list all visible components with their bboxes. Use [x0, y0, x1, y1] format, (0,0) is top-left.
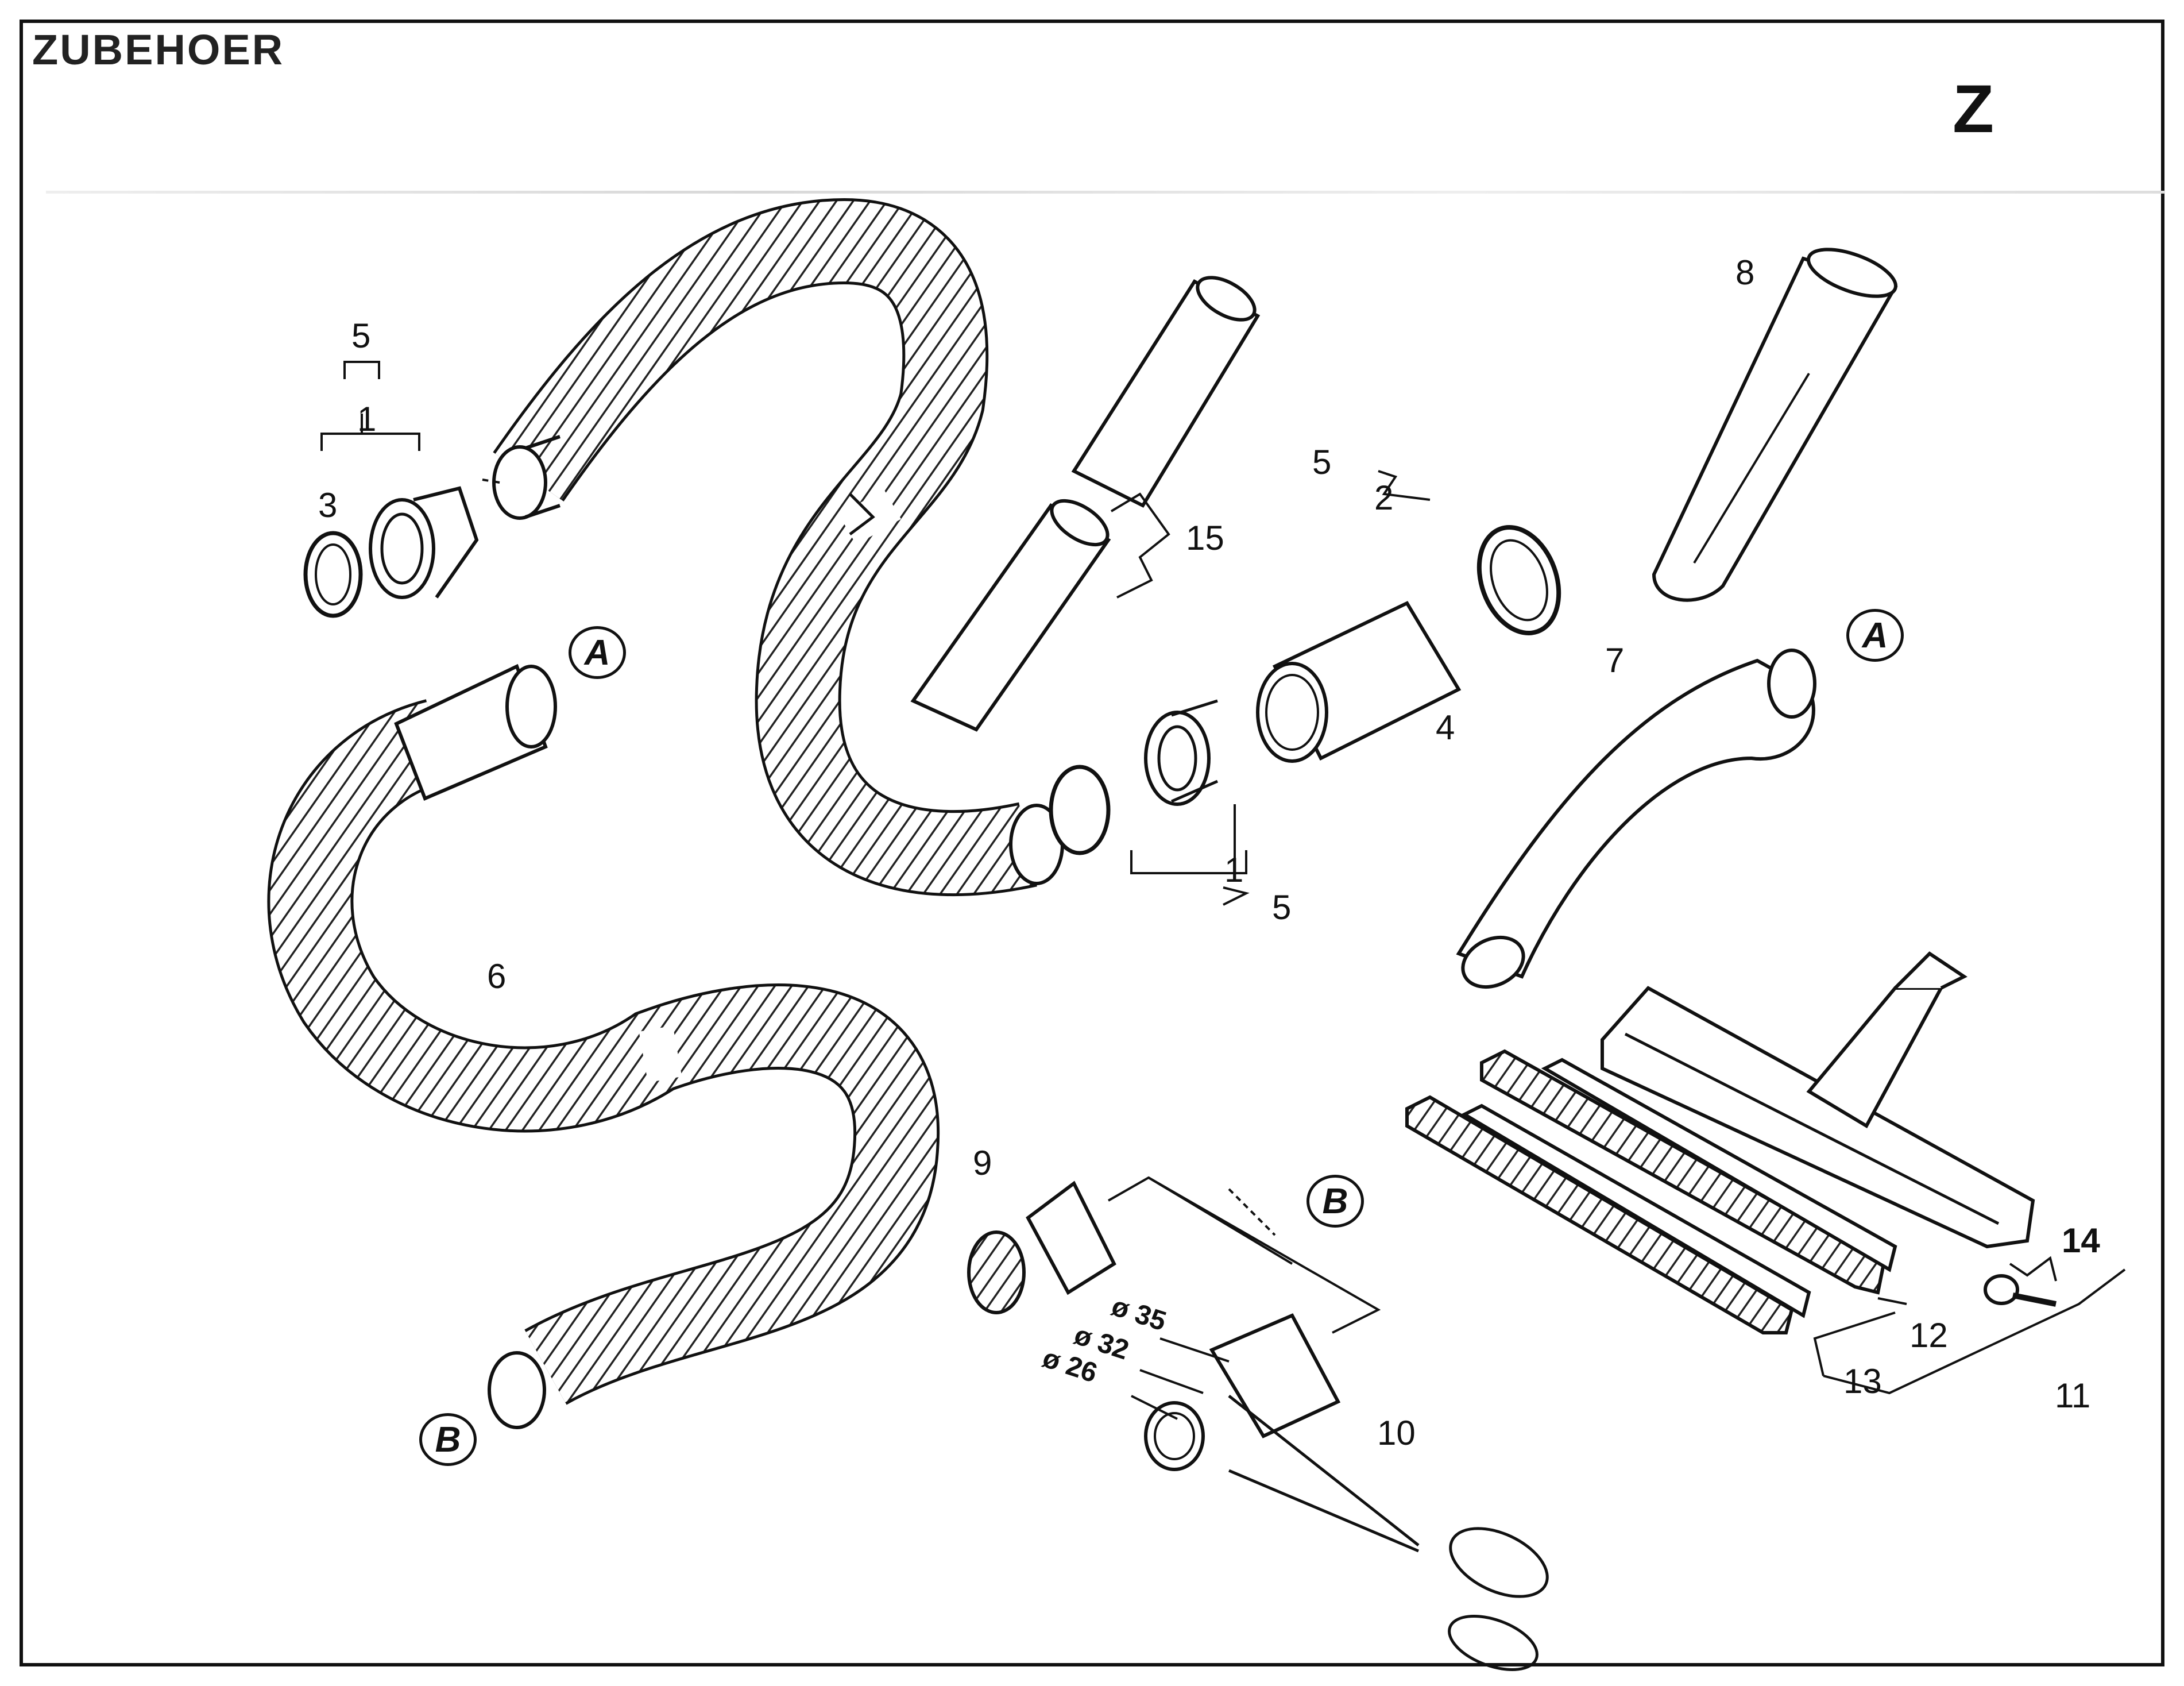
- marker-b: B: [419, 1413, 477, 1466]
- drawing-frame: [20, 20, 2164, 1666]
- bracket-lines-top-left: [320, 361, 500, 484]
- clamp-ring-left: [303, 531, 363, 618]
- label-part-9: 9: [973, 1144, 992, 1182]
- brush-strip-13: [1405, 1095, 1811, 1334]
- label-part-1: 1: [357, 400, 377, 438]
- label-part-4: 4: [1436, 708, 1455, 747]
- floor-nozzle-11: [1601, 951, 2035, 1249]
- label-part-10: 10: [1377, 1414, 1416, 1452]
- curved-handle-7: [1456, 649, 1816, 989]
- label-part-14: 14: [2062, 1221, 2100, 1260]
- hose-connector-left: [369, 486, 479, 599]
- wheel-14: [1984, 1274, 2057, 1307]
- extension-tube-lower: [910, 499, 1111, 732]
- hose-connector-1-middle: [1144, 699, 1219, 806]
- label-part-3: 3: [318, 486, 338, 524]
- extension-tube-upper: [1071, 276, 1261, 508]
- bracket-lines-bottom-right: [1813, 1256, 2126, 1395]
- bracket-lines-middle: [1130, 470, 1431, 906]
- brush-adapter-9: [967, 1180, 1116, 1314]
- label-part-12: 12: [1909, 1316, 1948, 1355]
- label-part-5: 5: [1272, 888, 1292, 927]
- marker-b: B: [1306, 1175, 1364, 1228]
- label-part-15: 15: [1186, 519, 1224, 557]
- suction-hose-upper: [493, 198, 1037, 897]
- scissors: [1228, 1395, 1549, 1671]
- header-rule: [46, 191, 2165, 194]
- label-part-8: 8: [1735, 253, 1755, 292]
- clamp-ring-1-middle: [1049, 765, 1111, 855]
- label-part-2: 2: [1374, 479, 1394, 517]
- bracket-lines-b: [1108, 1176, 1381, 1334]
- leader-15: [1110, 492, 1170, 599]
- label-part-1: 1: [1224, 851, 1244, 889]
- marker-a: A: [1846, 609, 1904, 662]
- hose-cuff-lower-bottom: [488, 1351, 546, 1429]
- marker-a: A: [569, 626, 626, 679]
- arrow-leaders: [1131, 1188, 1276, 1420]
- crevice-nozzle-8: [1652, 248, 1898, 602]
- label-part-5: 5: [1312, 443, 1332, 481]
- adapter-10: [1144, 1313, 1341, 1471]
- label-part-5: 5: [351, 317, 371, 355]
- brush-strip-12: [1480, 1049, 1897, 1295]
- clamp-ring-2: [1476, 525, 1561, 635]
- label-part-13: 13: [1843, 1362, 1882, 1401]
- label-part-6: 6: [487, 957, 507, 996]
- label-part-7: 7: [1605, 641, 1625, 680]
- hose-cuff-upper-left: [492, 435, 561, 520]
- label-part-11: 11: [2055, 1376, 2091, 1415]
- page-code: Z: [1953, 71, 1994, 147]
- suction-hose-lower: [267, 699, 940, 1405]
- hose-connector-4: [1256, 601, 1462, 763]
- page-title: ZUBEHOER: [32, 26, 285, 74]
- hose-cuff-lower-top: [394, 663, 557, 801]
